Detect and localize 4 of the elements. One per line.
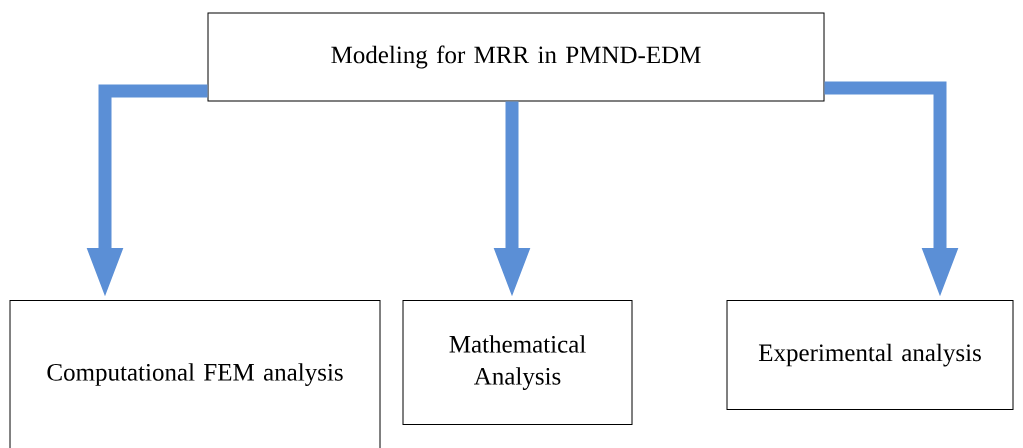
category-box: Computational FEM analysis xyxy=(9,300,381,448)
title-box: Modeling for MRR in PMND-EDM xyxy=(207,12,825,102)
category-box: Experimental analysis xyxy=(726,300,1014,410)
category-box: Mathematical Analysis xyxy=(402,300,633,425)
